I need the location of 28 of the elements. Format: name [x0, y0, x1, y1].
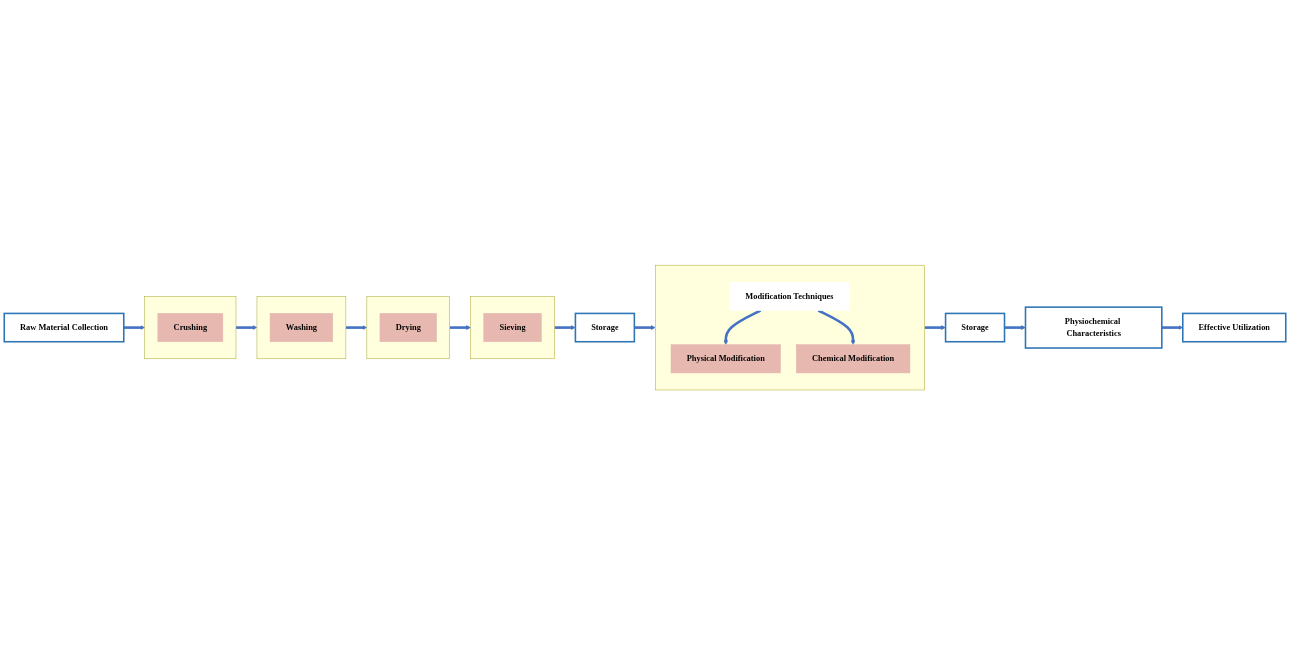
node-box: Drying — [379, 313, 437, 343]
arrow — [723, 309, 762, 346]
node-box: Sieving — [483, 313, 542, 343]
node-box: Crushing — [157, 313, 224, 343]
node-box: Raw Material Collection — [3, 313, 125, 343]
cluster — [655, 265, 925, 391]
cluster — [366, 296, 450, 360]
node-box: Physical Modification — [670, 344, 781, 374]
node-box: Effective Utilization — [1182, 313, 1287, 343]
arrow — [1161, 325, 1183, 331]
node-box: Washing — [269, 313, 333, 343]
node-box: Physiochemical Characteristics — [1024, 306, 1163, 350]
arrow — [924, 325, 946, 331]
arrow — [123, 325, 145, 331]
cluster — [470, 296, 555, 360]
arrow — [817, 309, 856, 346]
node-box: Storage — [574, 313, 636, 343]
arrow — [554, 325, 576, 331]
node-box: Chemical Modification — [796, 344, 911, 374]
arrow — [449, 325, 471, 331]
arrow — [236, 325, 258, 331]
arrow — [634, 325, 656, 331]
node-box: Modification Techniques — [729, 282, 850, 312]
arrow — [1004, 325, 1026, 331]
cluster — [144, 296, 237, 360]
cluster — [256, 296, 347, 360]
arrow — [345, 325, 368, 331]
node-box: Storage — [944, 313, 1006, 343]
